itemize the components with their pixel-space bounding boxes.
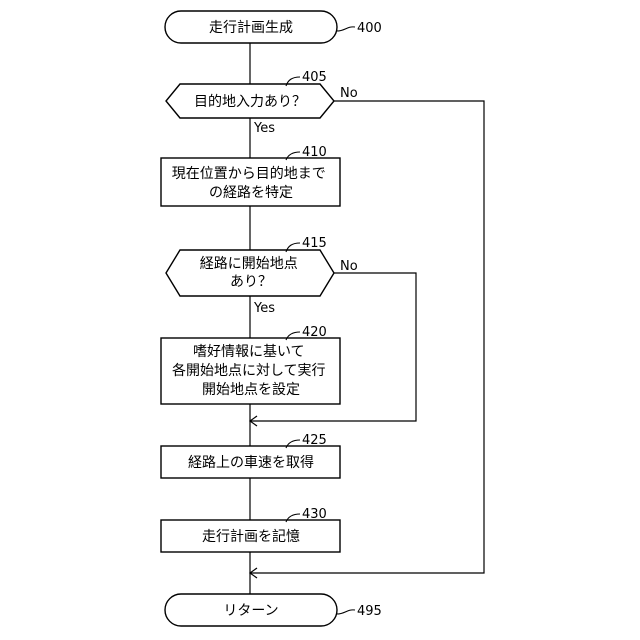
node-400-label: 走行計画生成 (209, 20, 293, 36)
connectors (250, 43, 484, 594)
node-415: 経路に開始地点 あり？ 415 No Yes (166, 236, 358, 316)
branch-405-no: No (340, 86, 358, 101)
node-400: 走行計画生成 400 (165, 11, 382, 43)
ref-425: 425 (302, 433, 327, 448)
node-410-line-1: 現在位置から目的地まで (172, 166, 326, 182)
node-405: 目的地入力あり？ 405 No Yes (166, 70, 358, 136)
branch-415-yes: Yes (253, 301, 275, 316)
leader-400 (337, 27, 355, 31)
node-425-label: 経路上の車速を取得 (188, 454, 314, 471)
ref-400: 400 (357, 21, 382, 36)
branch-405-yes: Yes (253, 121, 275, 136)
node-410-line-2: の経路を特定 (209, 185, 293, 201)
node-420-line-3: 開始地点を設定 (202, 382, 300, 398)
branch-415-no: No (340, 259, 358, 274)
ref-495: 495 (357, 604, 382, 619)
ref-405: 405 (302, 70, 327, 85)
node-415-line-2: あり？ (230, 274, 272, 290)
node-420-line-2: 各開始地点に対して実行 (172, 363, 326, 379)
node-495: リターン 495 (165, 594, 382, 626)
node-430-label: 走行計画を記憶 (202, 528, 300, 545)
node-415-line-1: 経路に開始地点 (200, 256, 298, 272)
node-495-label: リターン (223, 603, 278, 619)
ref-415: 415 (302, 236, 327, 251)
ref-430: 430 (302, 507, 327, 522)
ref-410: 410 (302, 145, 327, 160)
ref-420: 420 (302, 325, 327, 340)
node-420-line-1: 嗜好情報に基いて (193, 343, 305, 360)
node-405-label: 目的地入力あり？ (194, 94, 306, 110)
leader-495 (337, 610, 355, 614)
